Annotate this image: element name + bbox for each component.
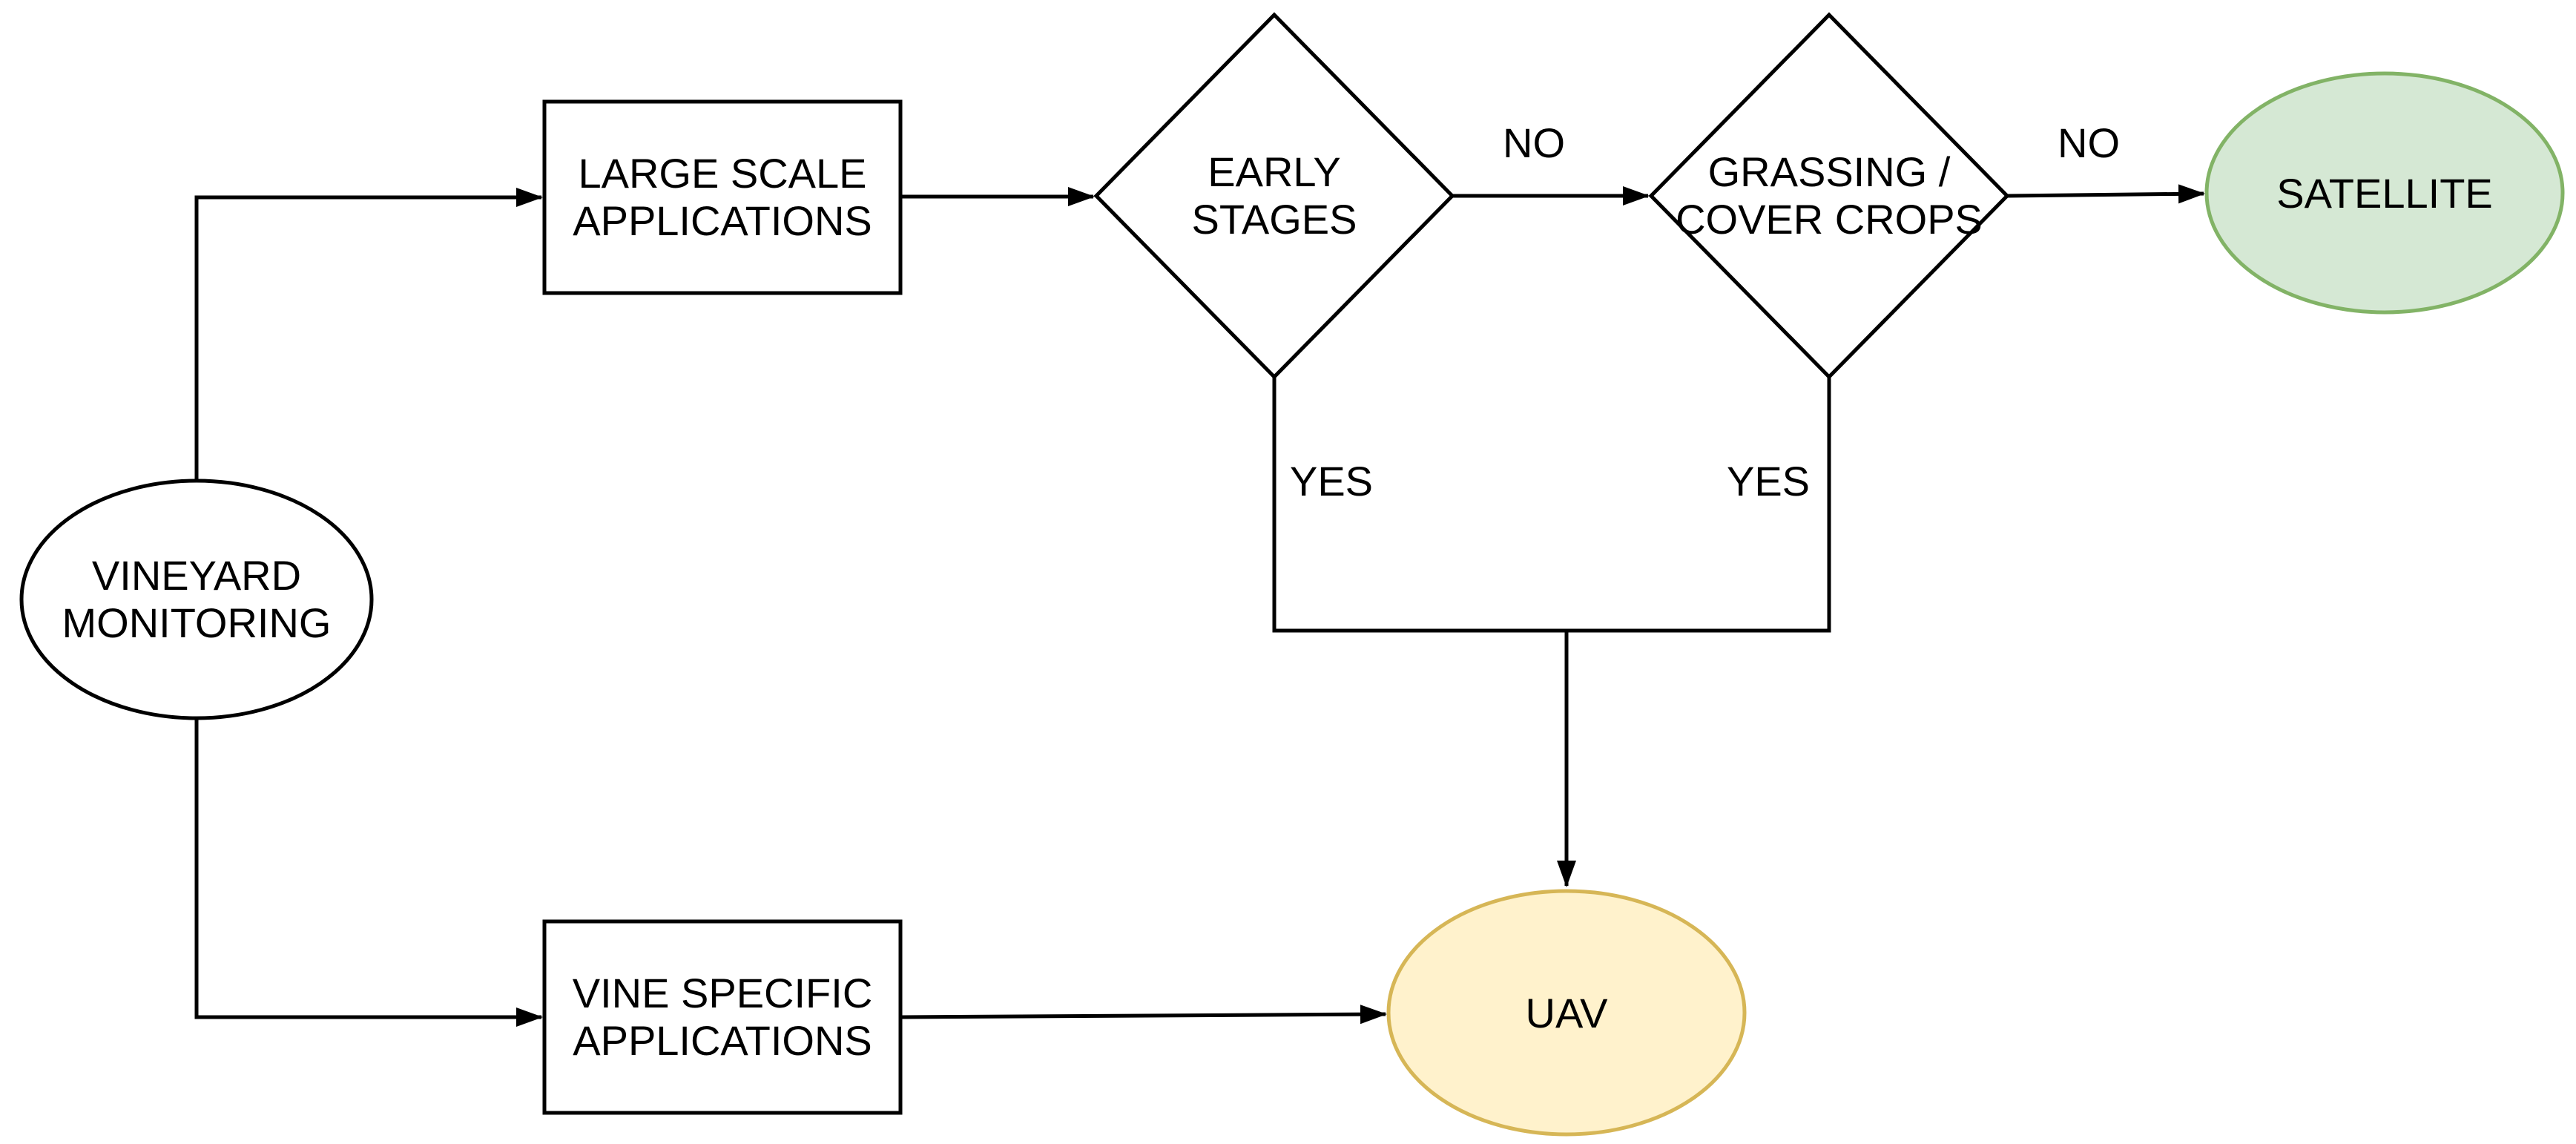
edge-start-to-vine-specific <box>194 717 543 1027</box>
early-stages-label-line1: EARLY <box>1208 148 1340 195</box>
satellite-node <box>2204 71 2565 315</box>
grassing-cover-crops-node <box>1648 12 2010 380</box>
label-yes-grassing: YES <box>1727 458 1810 504</box>
vine-specific-applications-node <box>542 919 903 1115</box>
vine-specific-label-line2: APPLICATIONS <box>573 1017 872 1064</box>
edge-grassing-no-to-satellite <box>2006 184 2205 204</box>
vineyard-monitoring-label-line2: MONITORING <box>62 599 332 646</box>
uav-label: UAV <box>1526 990 1609 1036</box>
edge-vine-specific-to-uav <box>900 1005 1387 1025</box>
large-scale-applications-node <box>542 99 903 295</box>
uav-node <box>1386 889 1747 1137</box>
vine-specific-label-line1: VINE SPECIFIC <box>573 970 873 1016</box>
early-stages-label-line2: STAGES <box>1191 196 1357 243</box>
vineyard-monitoring-node <box>19 479 374 720</box>
large-scale-label-line2: APPLICATIONS <box>573 197 872 244</box>
grassing-label-line2: COVER CROPS <box>1676 196 1983 243</box>
large-scale-label-line1: LARGE SCALE <box>578 150 866 197</box>
early-stages-node <box>1093 12 1455 380</box>
vineyard-monitoring-label-line1: VINEYARD <box>92 552 301 599</box>
edge-start-to-large-scale <box>194 188 543 481</box>
edge-yes-merge <box>1272 375 1831 633</box>
label-no-grassing-to-satellite: NO <box>2058 119 2120 166</box>
satellite-label: SATELLITE <box>2276 170 2493 217</box>
label-yes-early-stages: YES <box>1290 458 1373 504</box>
grassing-label-line1: GRASSING / <box>1708 148 1951 195</box>
label-no-early-to-grassing: NO <box>1503 119 1565 166</box>
